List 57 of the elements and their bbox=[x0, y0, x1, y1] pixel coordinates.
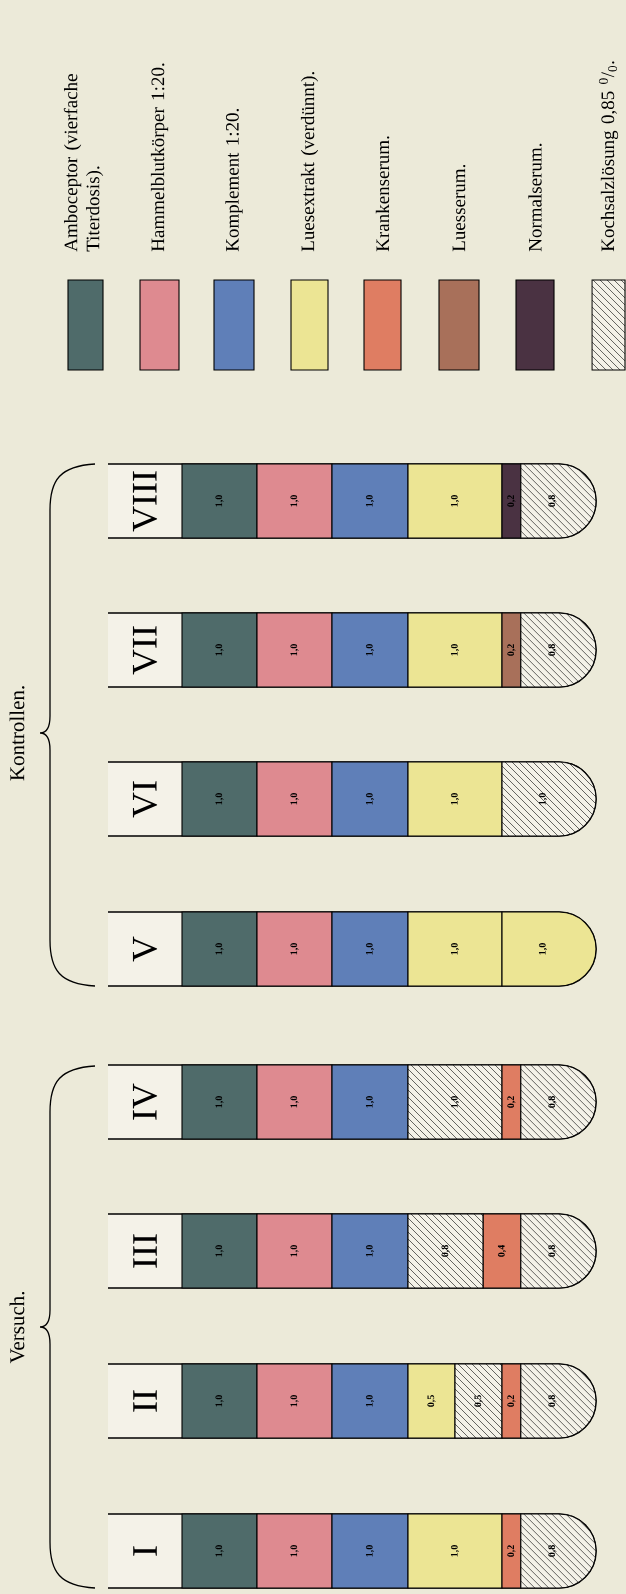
legend-text: Luesserum. bbox=[452, 164, 466, 252]
liquid-layer: 1,0 bbox=[256, 1363, 333, 1439]
liquid-layer: 0,8 bbox=[520, 1064, 597, 1140]
liquid-layer: 1,0 bbox=[501, 761, 597, 837]
liquid-layer: 0,8 bbox=[520, 612, 597, 688]
liquid-layer: 0,2 bbox=[501, 463, 522, 539]
liquid-layer: 1,0 bbox=[181, 612, 258, 688]
liquid-layer: 0,4 bbox=[482, 1213, 522, 1289]
legend-text: Amboceptor (vierfache Titerdosis). bbox=[63, 74, 104, 252]
liquid-layer: 0,2 bbox=[501, 612, 522, 688]
liquid-layer: 0,8 bbox=[520, 1513, 597, 1589]
liquid-layer: 0,8 bbox=[407, 1213, 484, 1289]
liquid-layer: 1,0 bbox=[407, 612, 503, 688]
liquid-layer: 0,8 bbox=[520, 1213, 597, 1289]
liquid-layer: 1,0 bbox=[407, 463, 503, 539]
liquid-layer: 0,8 bbox=[520, 1363, 597, 1439]
legend-text: Hammelblutkörper 1:20. bbox=[150, 63, 169, 252]
liquid-layer: 1,0 bbox=[407, 1064, 503, 1140]
liquid-layer: 1,0 bbox=[407, 761, 503, 837]
liquid-layer: 1,0 bbox=[256, 1213, 333, 1289]
liquid-layer: 1,0 bbox=[181, 1213, 258, 1289]
liquid-layer: 0,8 bbox=[520, 463, 597, 539]
liquid-layer: 1,0 bbox=[331, 1513, 409, 1589]
liquid-layer: 0,2 bbox=[501, 1513, 522, 1589]
group-label: Kontrollen. bbox=[9, 686, 25, 781]
liquid-layer: 1,0 bbox=[181, 1064, 258, 1140]
liquid-layer: 1,0 bbox=[501, 911, 597, 987]
legend-text: Kochsalzlösung 0,85 $^{0}$/$_{0}$. bbox=[598, 61, 619, 252]
group-label: Versuch. bbox=[9, 1291, 25, 1364]
legend-text: Luesextrakt (verdünnt). bbox=[300, 72, 319, 252]
liquid-layer: 1,0 bbox=[256, 1513, 333, 1589]
liquid-layer: 1,0 bbox=[331, 1064, 409, 1140]
liquid-layer: 1,0 bbox=[331, 1363, 409, 1439]
liquid-layer: 1,0 bbox=[181, 761, 258, 837]
liquid-layer: 1,0 bbox=[407, 911, 503, 987]
liquid-layer: 1,0 bbox=[256, 463, 333, 539]
legend-text: Normalserum. bbox=[528, 143, 542, 252]
liquid-layer: 1,0 bbox=[256, 1064, 333, 1140]
liquid-layer: 1,0 bbox=[181, 463, 258, 539]
liquid-layer: 1,0 bbox=[256, 612, 333, 688]
liquid-layer: 1,0 bbox=[331, 761, 409, 837]
liquid-layer: 1,0 bbox=[331, 463, 409, 539]
liquid-layer: 1,0 bbox=[181, 1363, 258, 1439]
liquid-layer: 0,5 bbox=[407, 1363, 456, 1439]
liquid-layer: 1,0 bbox=[181, 1513, 258, 1589]
liquid-layer: 1,0 bbox=[181, 911, 258, 987]
liquid-layer: 0,5 bbox=[454, 1363, 503, 1439]
liquid-layer: 1,0 bbox=[256, 911, 333, 987]
legend-text: Krankenserum. bbox=[375, 136, 390, 252]
liquid-layer: 1,0 bbox=[407, 1513, 503, 1589]
liquid-layer: 0,2 bbox=[501, 1064, 522, 1140]
liquid-layer: 1,0 bbox=[331, 911, 409, 987]
liquid-layer: 1,0 bbox=[256, 761, 333, 837]
liquid-layer: 1,0 bbox=[331, 1213, 409, 1289]
liquid-layer: 0,2 bbox=[501, 1363, 522, 1439]
legend-text: Komplement 1:20. bbox=[225, 108, 243, 252]
liquid-layer: 1,0 bbox=[331, 612, 409, 688]
